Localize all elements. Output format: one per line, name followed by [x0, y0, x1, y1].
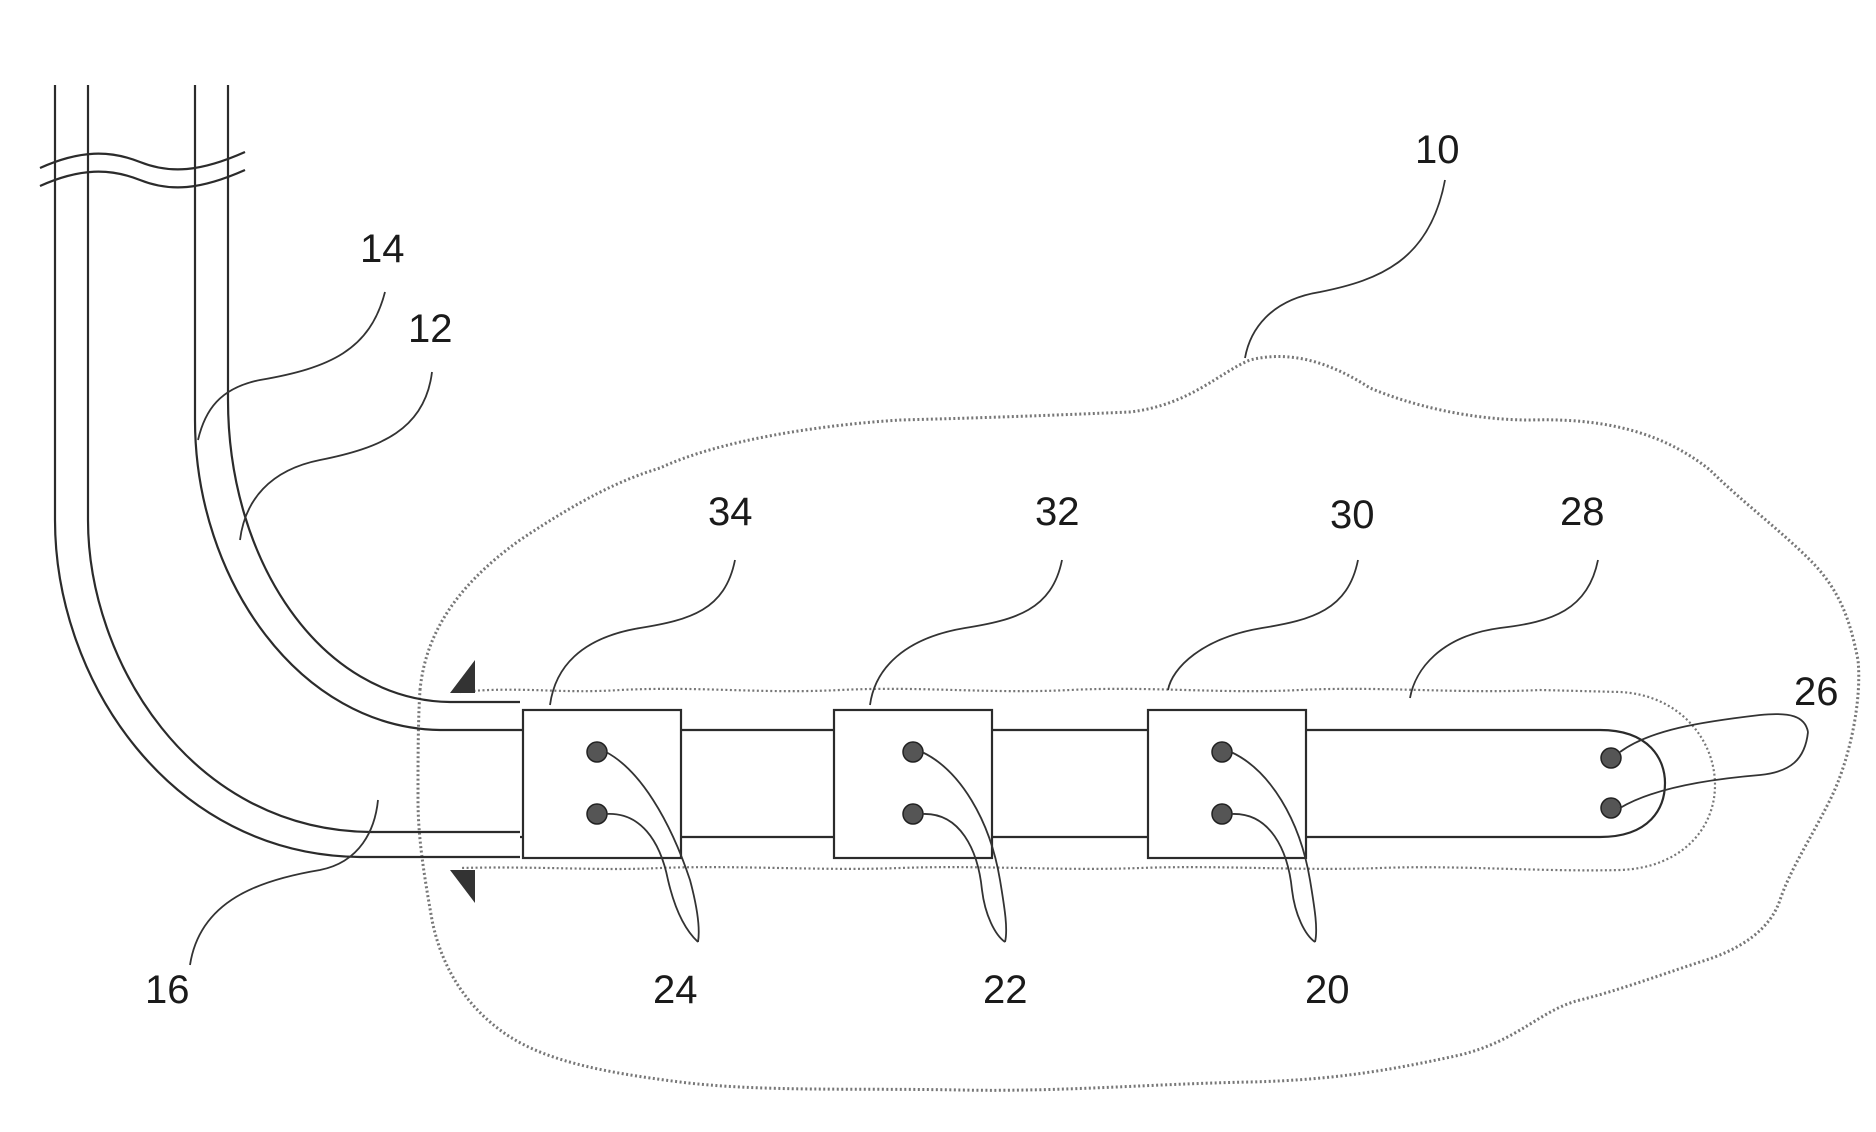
- label-14: 14: [360, 227, 405, 271]
- module-32: [834, 710, 992, 858]
- sensor-dot: [1212, 804, 1232, 824]
- packer-upper: [450, 660, 475, 693]
- break-line-lower: [40, 170, 245, 187]
- leader-28: [1410, 560, 1598, 698]
- break-line-upper: [40, 152, 245, 169]
- sensor-dot: [587, 804, 607, 824]
- sensor-dot: [903, 742, 923, 762]
- packer-lower: [450, 870, 475, 903]
- sensor-dot: [903, 804, 923, 824]
- leader-10: [1245, 180, 1445, 358]
- sensor-dot: [1601, 748, 1621, 768]
- label-10: 10: [1415, 128, 1460, 172]
- label-22: 22: [983, 968, 1028, 1012]
- module-30: [1148, 710, 1306, 858]
- sensor-dot: [1601, 798, 1621, 818]
- lateral-toe-end: [1600, 730, 1665, 837]
- label-28: 28: [1560, 490, 1605, 534]
- label-32: 32: [1035, 490, 1080, 534]
- module-34: [523, 710, 681, 858]
- leader-30: [1168, 560, 1358, 690]
- casing-outer-right-wall: [228, 85, 520, 702]
- label-16: 16: [145, 968, 190, 1012]
- leader-16: [190, 800, 378, 965]
- label-26: 26: [1794, 670, 1839, 714]
- sensor-dot: [587, 742, 607, 762]
- leader-12: [240, 372, 432, 540]
- label-12: 12: [408, 307, 453, 351]
- label-24: 24: [653, 968, 698, 1012]
- label-34: 34: [708, 490, 753, 534]
- label-20: 20: [1305, 968, 1350, 1012]
- leader-14: [198, 292, 385, 440]
- leader-34: [550, 560, 735, 705]
- leader-32: [870, 560, 1062, 705]
- label-30: 30: [1330, 493, 1375, 537]
- sensor-dot: [1212, 742, 1232, 762]
- tubing-inner-right-wall: [195, 85, 520, 730]
- tubing-inner-left-wall: [88, 85, 520, 832]
